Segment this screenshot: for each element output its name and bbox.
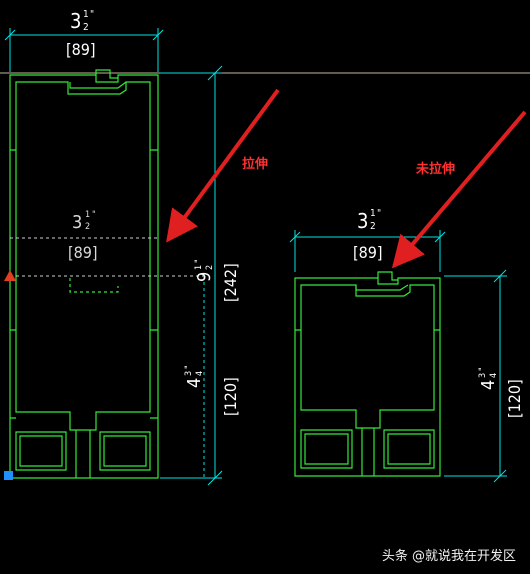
svg-text:[120]: [120] — [221, 377, 240, 416]
svg-text:2: 2 — [370, 221, 376, 232]
svg-text:": " — [90, 9, 94, 20]
mid-width-dashed-dimension — [10, 237, 205, 277]
stretched-arrow — [166, 88, 280, 243]
left-height-dimension-line — [160, 65, 223, 486]
left-width-label: 3 1 2 " [89] — [66, 9, 96, 59]
svg-text:4: 4 — [184, 378, 205, 388]
svg-text:3: 3 — [357, 209, 368, 233]
not-stretched-arrow — [391, 110, 527, 269]
not-stretched-label: 未拉伸 — [415, 161, 455, 177]
right-width-label: 3 1 2 " [89] — [353, 208, 383, 262]
svg-text:[89]: [89] — [68, 243, 98, 262]
svg-text:3: 3 — [478, 373, 488, 378]
left-height-label: 9 1 2 " [242] — [194, 259, 240, 302]
svg-text:[120]: [120] — [505, 379, 524, 418]
svg-text:1: 1 — [370, 208, 376, 219]
right-profile-unstretched[interactable] — [294, 271, 441, 477]
svg-text:3: 3 — [70, 9, 81, 33]
left-profile-stretched[interactable] — [9, 69, 159, 479]
left-lower-label: 4 3 4 " [120] — [184, 365, 240, 416]
svg-text:": " — [184, 365, 194, 369]
stretched-label: 拉伸 — [242, 156, 268, 172]
svg-text:": " — [194, 259, 204, 263]
svg-text:4: 4 — [195, 371, 205, 376]
svg-text:2: 2 — [83, 22, 89, 33]
watermark-text: 头条 @就说我在开发区 — [381, 549, 516, 564]
svg-text:4: 4 — [489, 373, 499, 378]
svg-text:2: 2 — [205, 265, 215, 270]
svg-text:": " — [478, 367, 488, 371]
svg-text:1: 1 — [85, 210, 90, 220]
svg-text:[242]: [242] — [221, 263, 240, 302]
svg-text:1: 1 — [194, 265, 204, 270]
svg-text:[89]: [89] — [353, 243, 383, 262]
watermark: 头条 @就说我在开发区 — [382, 545, 516, 564]
svg-text:3: 3 — [72, 212, 82, 233]
blue-grip-square[interactable] — [4, 471, 13, 480]
right-height-label: 4 3 4 " [120] — [478, 367, 524, 418]
svg-text:2: 2 — [85, 222, 90, 232]
svg-text:": " — [377, 208, 381, 219]
red-triangle-marker[interactable] — [4, 270, 16, 281]
left-width-dimension-line — [4, 28, 164, 72]
svg-text:": " — [92, 210, 96, 220]
right-height-dimension-line — [444, 269, 507, 483]
svg-text:9: 9 — [194, 272, 215, 282]
svg-text:1: 1 — [83, 9, 89, 20]
svg-text:[89]: [89] — [66, 40, 96, 59]
svg-text:3: 3 — [184, 371, 194, 376]
mid-width-label: 3 1 2 " [89] — [68, 210, 98, 262]
svg-text:4: 4 — [478, 380, 499, 390]
